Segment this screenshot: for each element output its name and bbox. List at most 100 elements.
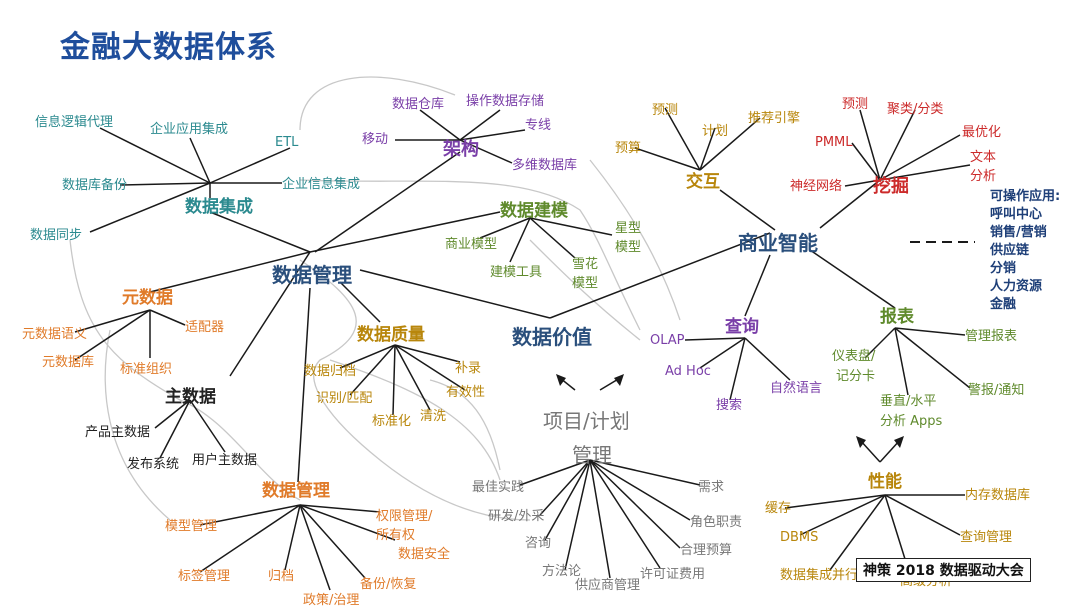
hub-data-governance: 数据管理 [262, 480, 330, 501]
faint-cross-links [69, 76, 681, 521]
leaf-requirements: 需求 [698, 480, 724, 495]
leaf-cleansing: 清洗 [420, 409, 446, 424]
leaf-scorecard: 记分卡 [836, 369, 875, 384]
leaf-permission-management: 权限管理/ [376, 508, 433, 524]
leaf-dbms: DBMS [780, 530, 818, 545]
leaf-info-logic-proxy: 信息逻辑代理 [35, 114, 113, 130]
leaf-alerts: 警报/通知 [968, 382, 1024, 398]
leaf-mining-forecast: 预测 [842, 97, 868, 112]
leaf-publish-system: 发布系统 [127, 456, 179, 472]
leaf-enterprise-app-integration: 企业应用集成 [150, 121, 228, 137]
leaf-tag-management: 标签管理 [178, 568, 230, 584]
leaf-backup-recovery: 备份/恢复 [360, 576, 416, 592]
side-list-item: 呼叫中心 [990, 207, 1043, 222]
leaf-data-archive: 数据归档 [304, 364, 356, 379]
event-watermark: 神策 2018 数据驱动大会 [856, 558, 1031, 582]
hub-performance: 性能 [868, 471, 902, 492]
leaf-metadata-semantics: 元数据语义 [22, 327, 87, 342]
leaf-user-master: 用户主数据 [192, 452, 257, 468]
page-title: 金融大数据体系 [60, 30, 277, 65]
leaf-budget: 预算 [615, 141, 641, 156]
arrowhead [556, 374, 566, 386]
side-list-item: 分销 [990, 261, 1017, 276]
leaf-natural-language: 自然语言 [770, 380, 822, 396]
hub-project-line2: 管理 [572, 443, 612, 467]
leaf-data-security: 数据安全 [398, 546, 450, 562]
leaf-policy-governance: 政策/治理 [303, 592, 359, 608]
leaf-data-sync: 数据同步 [30, 228, 82, 243]
leaf-product-master: 产品主数据 [85, 425, 150, 440]
side-list-heading: 可操作应用: [990, 189, 1061, 204]
hub-query: 查询 [724, 316, 759, 337]
hub-data-quality: 数据质量 [357, 324, 425, 345]
leaf-olap: OLAP [650, 333, 685, 348]
leaf-ownership: 所有权 [376, 527, 415, 543]
side-list-item: 销售/营销 [990, 225, 1047, 240]
leaf-ods: 操作数据存储 [466, 93, 544, 109]
leaf-identify-match: 识别/匹配 [316, 391, 372, 406]
leaf-data-warehouse: 数据仓库 [392, 96, 444, 112]
leaf-search: 搜索 [716, 398, 742, 413]
hub-metadata: 元数据 [122, 287, 173, 308]
actionable-apps-list: 可操作应用: 呼叫中心 销售/营销 供应链 分销 人力资源 金融 [990, 188, 1060, 314]
leaf-license-fee: 许可证费用 [640, 567, 705, 582]
hub-data-management: 数据管理 [272, 263, 352, 287]
leaf-star: 星型 [615, 221, 641, 236]
hub-data-value: 数据价值 [512, 325, 592, 349]
arrowhead [614, 374, 624, 386]
leaf-model-management: 模型管理 [165, 519, 217, 534]
leaf-standardize: 标准化 [372, 414, 411, 429]
leaf-optimization: 最优化 [962, 125, 1001, 140]
leaf-adapter: 适配器 [185, 320, 224, 335]
leaf-rnd-outsourcing: 研发/外采 [488, 508, 544, 524]
side-list-item: 金融 [990, 297, 1017, 312]
leaf-database-backup: 数据库备份 [62, 177, 127, 193]
leaf-etl: ETL [275, 135, 299, 150]
hub-mining: 挖掘 [873, 175, 909, 197]
side-list-item: 人力资源 [990, 279, 1043, 294]
hub-business-intelligence: 商业智能 [738, 231, 818, 255]
hub-master-data: 主数据 [165, 386, 216, 407]
leaf-ad-hoc: Ad Hoc [665, 364, 711, 379]
leaf-metadata-repo: 元数据库 [42, 354, 94, 370]
leaf-consulting: 咨询 [525, 536, 551, 551]
leaf-plan: 计划 [702, 124, 728, 139]
leaf-cache: 缓存 [765, 501, 791, 516]
leaf-management-report: 管理报表 [965, 329, 1017, 344]
leaf-modeling-tool: 建模工具 [490, 265, 542, 280]
leaf-reasonable-budget: 合理预算 [680, 543, 732, 558]
arrowhead [856, 436, 866, 448]
leaf-forecast: 预测 [652, 103, 678, 118]
hub-data-integration: 数据集成 [185, 196, 253, 217]
leaf-standards-org: 标准组织 [120, 362, 172, 377]
side-list-item: 供应链 [990, 243, 1030, 258]
mindmap-edges [74, 107, 971, 591]
leaf-vertical-horizontal: 垂直/水平 [880, 394, 936, 409]
leaf-mobile: 移动 [362, 132, 388, 147]
leaf-business-model: 商业模型 [445, 237, 497, 252]
leaf-query-management: 查询管理 [960, 530, 1012, 545]
leaf-clustering: 聚类/分类 [887, 102, 943, 117]
leaf-methodology: 方法论 [542, 563, 581, 579]
leaf-text-analysis: 分析 [970, 169, 996, 184]
leaf-pmml: PMML [815, 135, 853, 150]
leaf-text: 文本 [970, 150, 996, 165]
mindmap-labels: 数据集成架构数据建模数据管理数据价值元数据主数据数据质量交互商业智能挖掘报表查询… [22, 93, 1030, 608]
arrowheads [556, 374, 904, 448]
leaf-star-model: 模型 [615, 240, 641, 255]
hub-project: 项目/计划 [543, 409, 630, 433]
hub-interaction: 交互 [686, 171, 720, 192]
leaf-snowflake-model: 模型 [572, 276, 598, 291]
leaf-parallel-integration: 数据集成并行化 [780, 567, 871, 583]
leaf-backfill: 补录 [455, 361, 481, 376]
leaf-recommendation-engine: 推荐引擎 [748, 111, 800, 126]
leaf-role-responsibility: 角色职责 [690, 514, 742, 530]
leaf-olap-db: 多维数据库 [512, 157, 577, 173]
hub-reports: 报表 [880, 306, 915, 327]
leaf-dashboard: 仪表盘/ [832, 348, 876, 364]
leaf-archiving: 归档 [268, 569, 294, 584]
arrowhead [894, 436, 904, 448]
leaf-snowflake: 雪花 [572, 256, 598, 272]
leaf-vendor-management: 供应商管理 [575, 577, 640, 593]
